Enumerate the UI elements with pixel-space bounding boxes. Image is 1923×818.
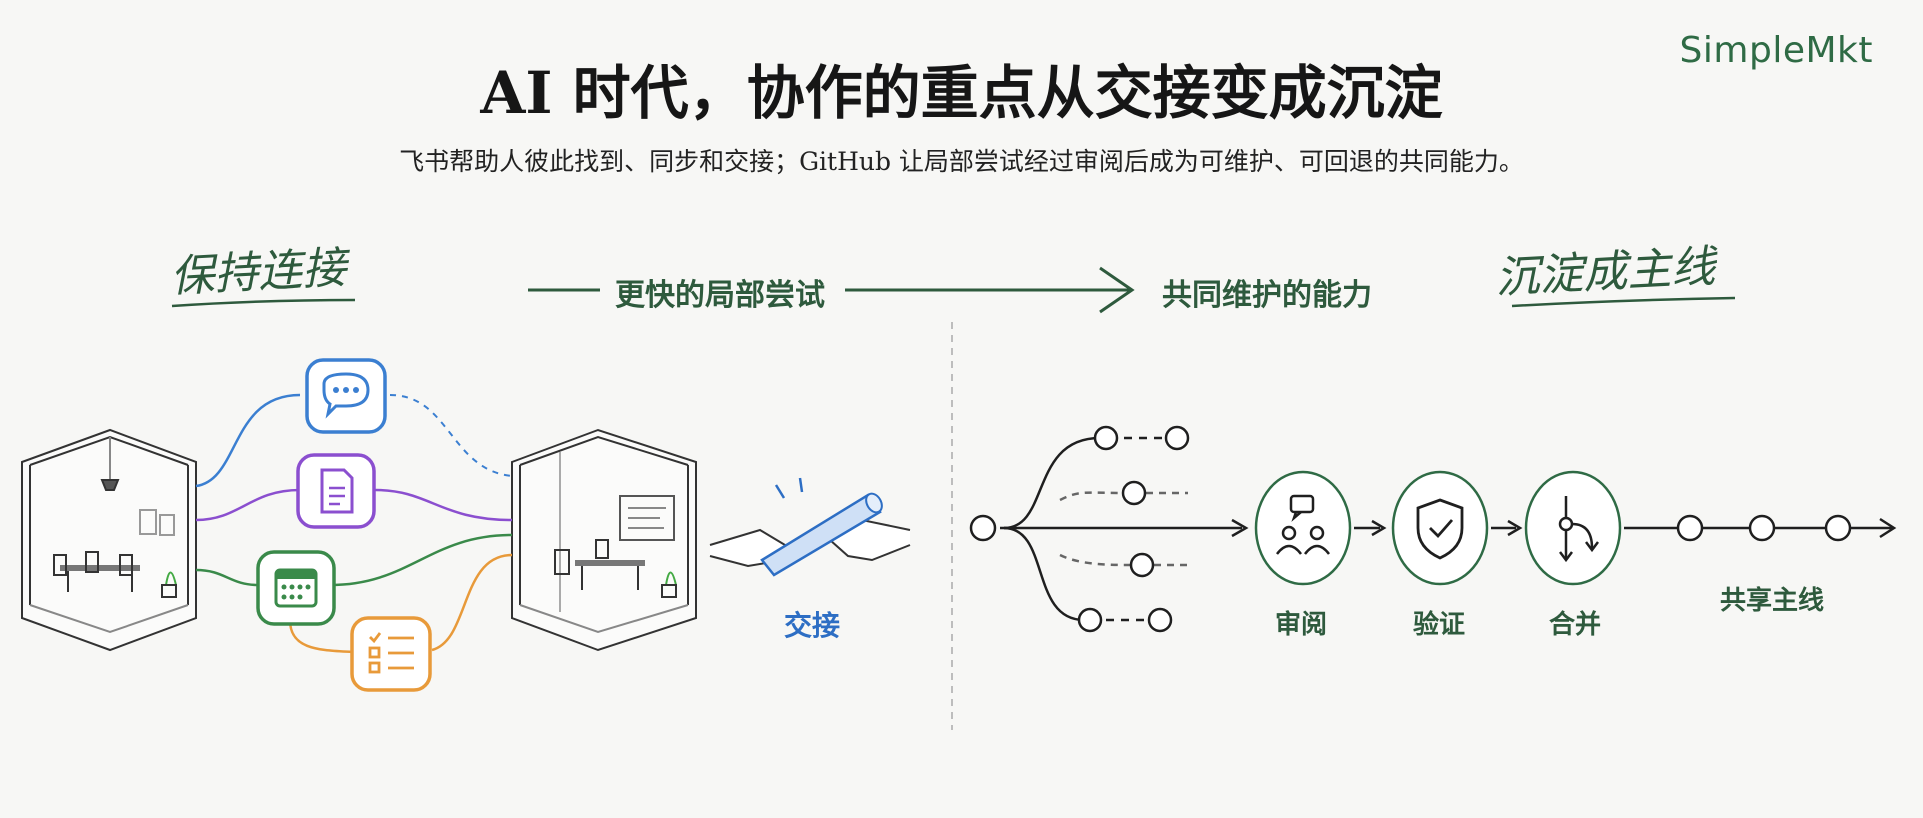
document-icon (296, 453, 376, 529)
page-subtitle: 飞书帮助人彼此找到、同步和交接；GitHub 让局部尝试经过审阅后成为可维护、可… (399, 147, 1524, 176)
tasklist-icon (350, 616, 432, 692)
chat-connector-right (389, 394, 513, 477)
calendar-connector-left (195, 568, 259, 587)
step-mainline-label: 共享主线 (1720, 586, 1825, 616)
step-review-label: 审阅 (1275, 610, 1328, 640)
flow-from-label: 更快的局部尝试 (615, 278, 825, 313)
tasks-connector-left (288, 619, 353, 654)
calendar-connector-right (329, 533, 513, 587)
branch-nodes (969, 425, 1190, 633)
page-title: AI 时代，协作的重点从交接变成沉淀 (480, 59, 1443, 127)
merge-icon (1558, 496, 1599, 563)
step-merge-label: 合并 (1549, 610, 1602, 640)
tasks-connector-right (431, 553, 513, 652)
shared-mainline (1624, 514, 1897, 542)
shield-check-icon (1416, 498, 1464, 560)
doc-connector-left (195, 488, 301, 522)
people-icon (1276, 494, 1330, 555)
brand-logo: SimpleMkt (1679, 30, 1873, 71)
left-heading-underline (171, 298, 356, 308)
review-node (1254, 470, 1352, 586)
step-verify-label: 验证 (1413, 610, 1466, 640)
right-room (511, 428, 697, 652)
verify-node (1391, 470, 1489, 586)
right-heading-underline (1511, 296, 1736, 308)
calendar-icon (256, 550, 336, 626)
chat-connector-left (195, 393, 301, 488)
merge-node (1524, 470, 1622, 586)
flow-arrowhead (1099, 266, 1135, 314)
chat-icon (305, 358, 387, 434)
handshake-icon (709, 477, 911, 577)
flow-to-label: 共同维护的能力 (1162, 278, 1372, 313)
handoff-label: 交接 (784, 609, 841, 642)
branch-network (1000, 436, 1249, 622)
left-room (21, 428, 197, 652)
doc-connector-right (374, 488, 513, 522)
